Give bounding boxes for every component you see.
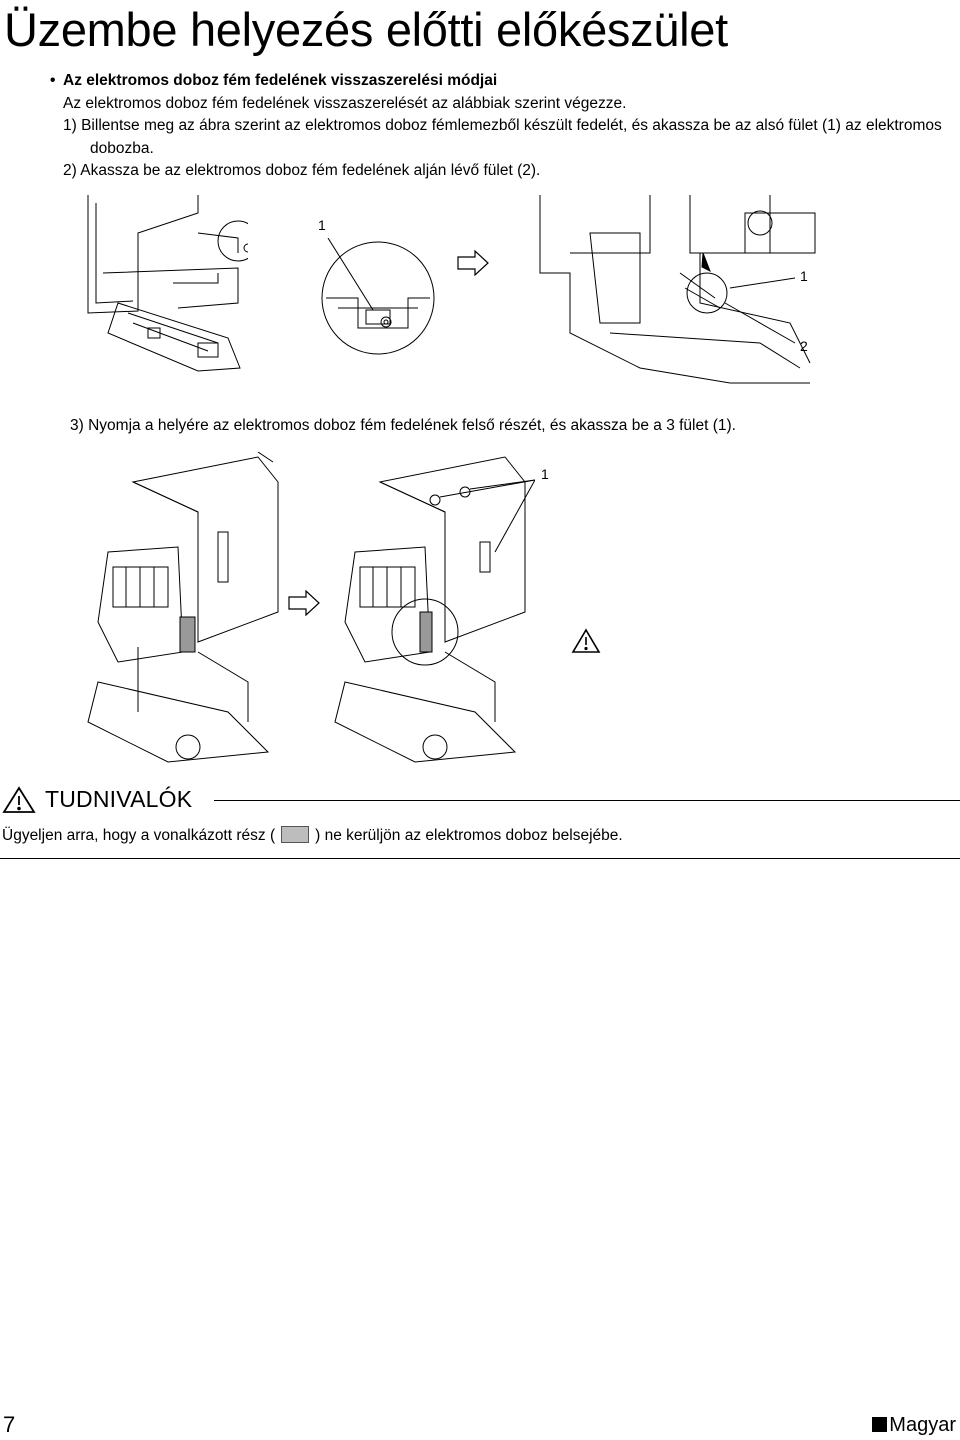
page-title: Üzembe helyezés előtti előkészület [4,3,728,56]
notice-bottom-divider [0,858,960,859]
arrow-right-icon [288,590,320,616]
figure-detail-magnified [318,238,438,358]
language-square-icon [872,1417,888,1432]
figure-hook-top-tabs [325,452,535,772]
notice-text: Ügyeljen arra, hogy a vonalkázott rész (… [2,826,623,844]
notice-header: TUDNIVALÓK [0,786,960,813]
figure-tilt-cover [78,193,248,378]
figure-press-cover [78,452,288,772]
hatched-swatch-icon [281,826,310,843]
bullet-icon: • [50,72,56,89]
callout-label: 1 [541,466,549,482]
section-heading: Az elektromos doboz fém fedelének vissza… [63,72,498,89]
step-1-text: 1) Billentse meg az ábra szerint az elek… [63,117,942,157]
language-label: Magyar [872,1414,956,1437]
notice-divider [214,800,960,801]
arrow-right-icon [457,250,489,276]
callout-label: 2 [800,338,808,354]
page-number: 7 [3,1412,16,1437]
callout-label: 1 [318,217,326,233]
step-3-text: 3) Nyomja a helyére az elektromos doboz … [70,417,736,434]
instructions-section: • Az elektromos doboz fém fedelének vissz… [50,70,950,183]
figure-hook-bottom-tab [530,193,820,393]
warning-triangle-icon [571,628,601,654]
intro-text: Az elektromos doboz fém fedelének vissza… [63,94,627,112]
callout-label: 1 [800,268,808,284]
warning-triangle-icon [2,786,36,819]
notice-label: TUDNIVALÓK [45,786,193,812]
step-2-text: 2) Akassza be az elektromos doboz fém fe… [63,162,541,179]
